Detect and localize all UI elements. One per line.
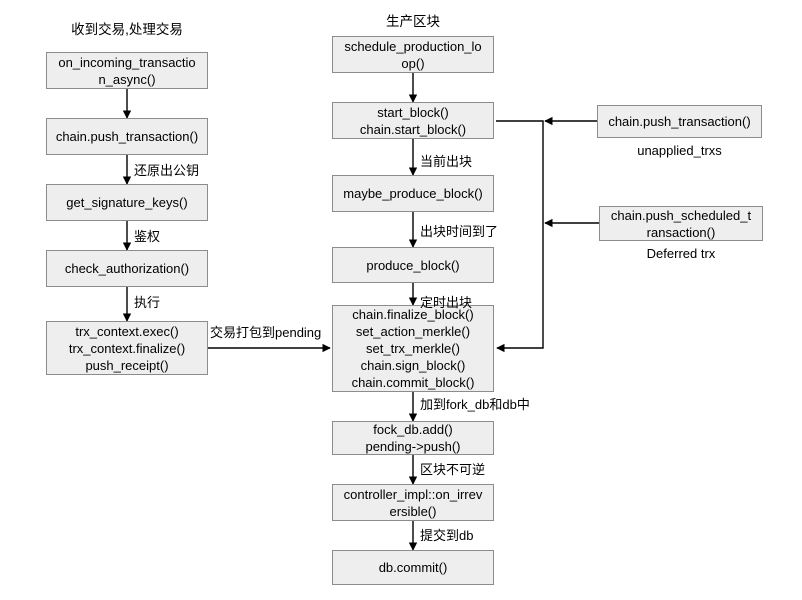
caption-deferred-trx: Deferred trx (646, 246, 716, 261)
node-trx-context[interactable]: trx_context.exec() trx_context.finalize(… (46, 321, 208, 375)
node-fork-db-add[interactable]: fock_db.add() pending->push() (332, 421, 494, 455)
middle-column-heading: 生产区块 (386, 14, 440, 29)
node-produce-block[interactable]: produce_block() (332, 247, 494, 283)
node-get-signature-keys[interactable]: get_signature_keys() (46, 184, 208, 221)
edge-label-block-irreversible: 区块不可逆 (420, 462, 486, 477)
node-db-commit[interactable]: db.commit() (332, 550, 494, 585)
node-chain-push-transaction[interactable]: chain.push_transaction() (46, 118, 208, 155)
node-chain-push-transaction-right[interactable]: chain.push_transaction() (597, 105, 762, 138)
node-finalize-block[interactable]: chain.finalize_block() set_action_merkle… (332, 305, 494, 392)
node-maybe-produce-block[interactable]: maybe_produce_block() (332, 175, 494, 212)
edge-label-current-block: 当前出块 (420, 154, 473, 169)
node-start-block[interactable]: start_block() chain.start_block() (332, 102, 494, 139)
edge-label-execute: 执行 (134, 295, 161, 310)
edge-label-block-time-reached: 出块时间到了 (420, 224, 499, 239)
edge-label-add-to-forkdb-and-db: 加到fork_db和db中 (420, 397, 530, 412)
edge-label-authorization: 鉴权 (134, 229, 161, 244)
node-schedule-production-loop[interactable]: schedule_production_lo op() (332, 36, 494, 73)
node-controller-impl-on-irreversible[interactable]: controller_impl::on_irrev ersible() (332, 484, 494, 521)
node-check-authorization[interactable]: check_authorization() (46, 250, 208, 287)
left-column-heading: 收到交易,处理交易 (71, 22, 183, 37)
edge-label-commit-to-db: 提交到db (420, 528, 474, 543)
edge-label-timed-block: 定时出块 (420, 295, 473, 310)
edge-label-pack-transaction-to-pending: 交易打包到pending (210, 325, 322, 340)
edge-label-restore-public-key: 还原出公钥 (134, 163, 200, 178)
caption-unapplied-trxs: unapplied_trxs (637, 143, 722, 158)
edge-bus-to-finalize-block (496, 120, 544, 353)
node-chain-push-scheduled-transaction[interactable]: chain.push_scheduled_t ransaction() (599, 206, 763, 241)
node-on-incoming-transaction-async[interactable]: on_incoming_transactio n_async() (46, 52, 208, 89)
